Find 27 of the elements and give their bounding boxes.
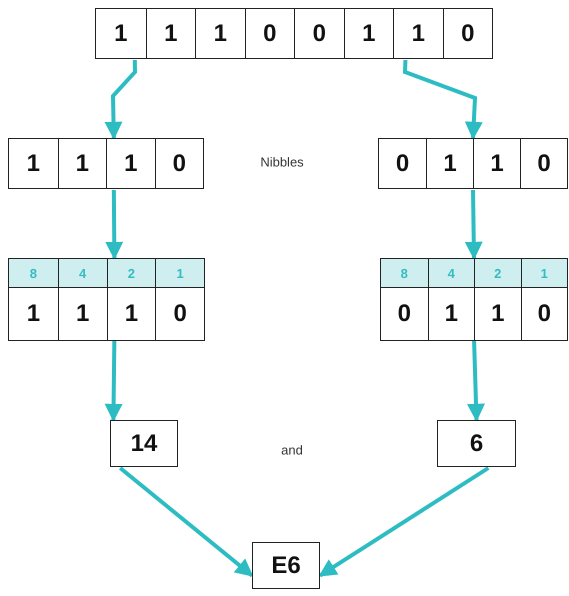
place-value-cell: 4 [428, 259, 474, 287]
arrow [464, 190, 483, 260]
bit-row [8, 138, 204, 189]
bit-cell: 1 [474, 287, 520, 340]
caption-text: Nibbles [260, 154, 304, 170]
bit-cell: 1 [106, 287, 156, 340]
place-value-cell: 1 [520, 259, 567, 287]
bit-cell: 0 [520, 287, 567, 340]
arrow [105, 190, 124, 260]
place-value-cell: 1 [155, 259, 204, 287]
bit-row [95, 8, 493, 59]
place-value-cell: 4 [58, 259, 106, 287]
place-value-table [8, 258, 205, 341]
place-value-cell: 8 [381, 259, 428, 287]
arrow [318, 466, 490, 578]
place-value-cell: 8 [9, 259, 58, 287]
caption-text: and [281, 442, 303, 458]
place-value-cell: 2 [474, 259, 520, 287]
arrow [104, 60, 138, 140]
place-value-cell: 2 [106, 259, 156, 287]
bit-cell: 1 [58, 287, 106, 340]
bit-row [378, 138, 568, 189]
place-value-table [380, 258, 568, 341]
arrow [402, 60, 483, 140]
bit-cell: 0 [155, 287, 204, 340]
bit-cell: 1 [428, 287, 474, 340]
arrow [118, 466, 254, 578]
